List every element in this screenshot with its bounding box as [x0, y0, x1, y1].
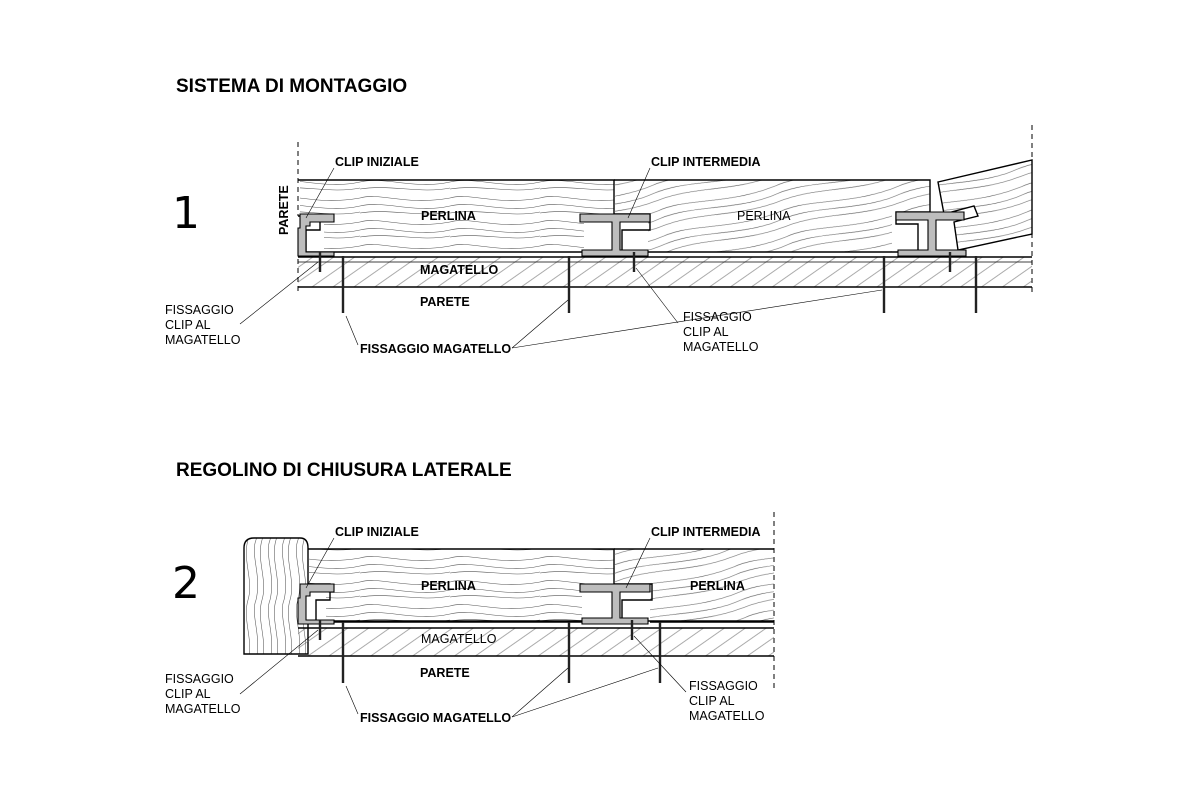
section2-label-parete: PARETE: [420, 666, 470, 680]
section1-screws-clip: [318, 252, 952, 272]
section2-number: 2: [172, 558, 200, 609]
section2-clip-iniziale: [297, 583, 335, 625]
section2-label-clip-intermedia: CLIP INTERMEDIA: [651, 525, 761, 539]
section2-clip-intermedia: [579, 583, 651, 625]
section1-label-parete-side: PARETE: [277, 185, 291, 235]
section2-label-fissaggio-clip-right-1: FISSAGGIO: [689, 679, 758, 693]
section2-label-fissaggio-clip-right-3: MAGATELLO: [689, 709, 765, 723]
section1-label-perlina-2: PERLINA: [737, 209, 791, 223]
section1-label-clip-intermedia: CLIP INTERMEDIA: [651, 155, 761, 169]
section1-label-fissaggio-clip-left-2: CLIP AL: [165, 318, 211, 332]
section1-label-perlina-1: PERLINA: [421, 209, 476, 223]
section1-label-fissaggio-clip-right-1: FISSAGGIO: [683, 310, 752, 324]
section1-clip-iniziale: [297, 213, 335, 257]
section1-number: 1: [172, 188, 200, 239]
section2-screws-clip: [318, 620, 634, 640]
section1-label-fissaggio-clip-left-3: MAGATELLO: [165, 333, 241, 347]
section2-label-fissaggio-clip-right-2: CLIP AL: [689, 694, 735, 708]
section2-label-fissaggio-clip-left-2: CLIP AL: [165, 687, 211, 701]
section2-leader-lines: [239, 537, 687, 718]
section1-label-parete: PARETE: [420, 295, 470, 309]
section1-label-fissaggio-clip-left-1: FISSAGGIO: [165, 303, 234, 317]
section1-label-clip-iniziale: CLIP INIZIALE: [335, 155, 419, 169]
section2-label-magatello: MAGATELLO: [421, 632, 497, 646]
section1-magatello: [298, 256, 1032, 288]
section2-regolino: [243, 537, 309, 655]
section1-label-magatello: MAGATELLO: [420, 263, 499, 277]
section1-title: SISTEMA DI MONTAGGIO: [176, 76, 407, 97]
section2-label-fissaggio-clip-left-3: MAGATELLO: [165, 702, 241, 716]
section1-leader-lines: [239, 167, 883, 349]
section2-title: REGOLINO DI CHIUSURA LATERALE: [176, 460, 512, 481]
section1-label-fissaggio-clip-right-3: MAGATELLO: [683, 340, 759, 354]
section1-label-fissaggio-magatello: FISSAGGIO MAGATELLO: [360, 342, 511, 356]
section1-clip-intermedia-2: [895, 211, 967, 257]
section2-label-perlina-2: PERLINA: [690, 579, 745, 593]
section1-label-fissaggio-clip-right-2: CLIP AL: [683, 325, 729, 339]
section2-screws-magatello: [341, 622, 662, 683]
section2-label-clip-iniziale: CLIP INIZIALE: [335, 525, 419, 539]
section1-screws-magatello: [341, 256, 978, 313]
section2-magatello: [298, 621, 774, 657]
section2-label-fissaggio-magatello: FISSAGGIO MAGATELLO: [360, 711, 511, 725]
section1-perlina-board-next: [937, 159, 1033, 251]
section2-label-perlina-1: PERLINA: [421, 579, 476, 593]
section2-label-fissaggio-clip-left-1: FISSAGGIO: [165, 672, 234, 686]
section1-clip-intermedia-1: [579, 213, 651, 257]
